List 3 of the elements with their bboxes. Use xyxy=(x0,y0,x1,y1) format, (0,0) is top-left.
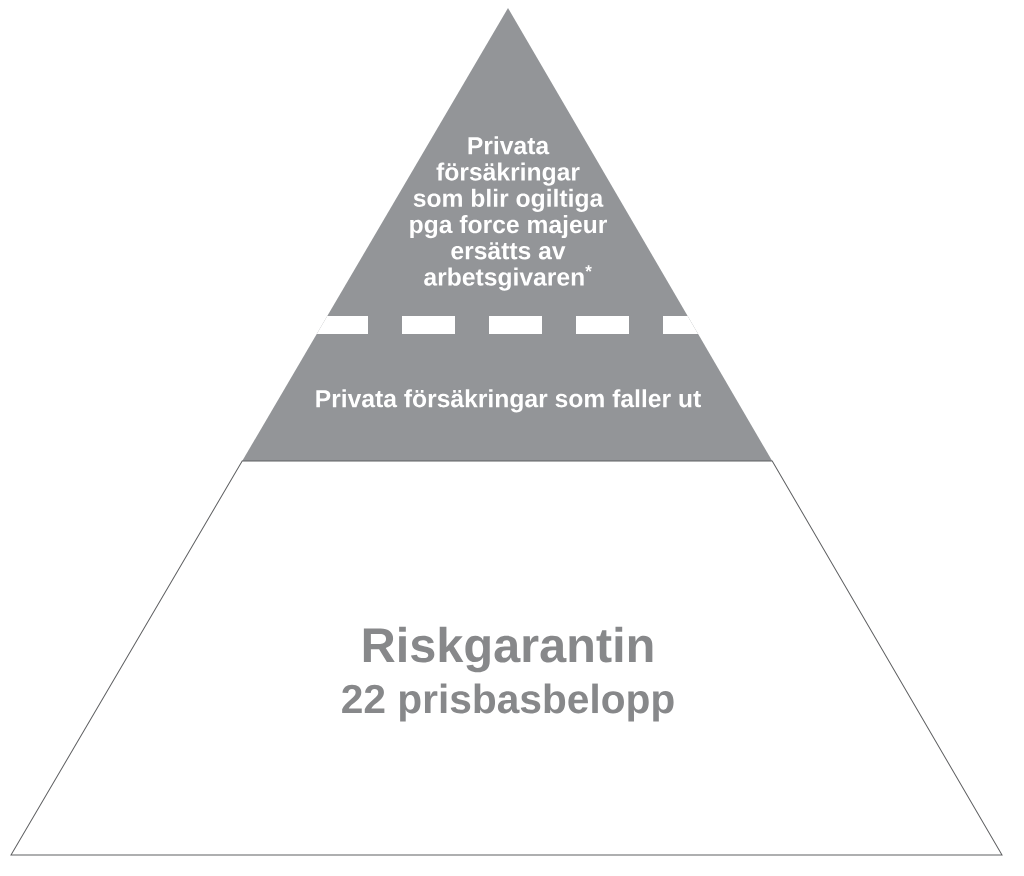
pyramid-base: Riskgarantin 22 prisbasbelopp xyxy=(10,460,1003,856)
pyramid-band: Privata försäkringar som faller ut xyxy=(242,325,773,461)
pyramid-apex: Privata försäkringar som blir ogiltiga pga force majeur ersätts av arbetsgivaren$^{*}$ xyxy=(322,8,693,325)
